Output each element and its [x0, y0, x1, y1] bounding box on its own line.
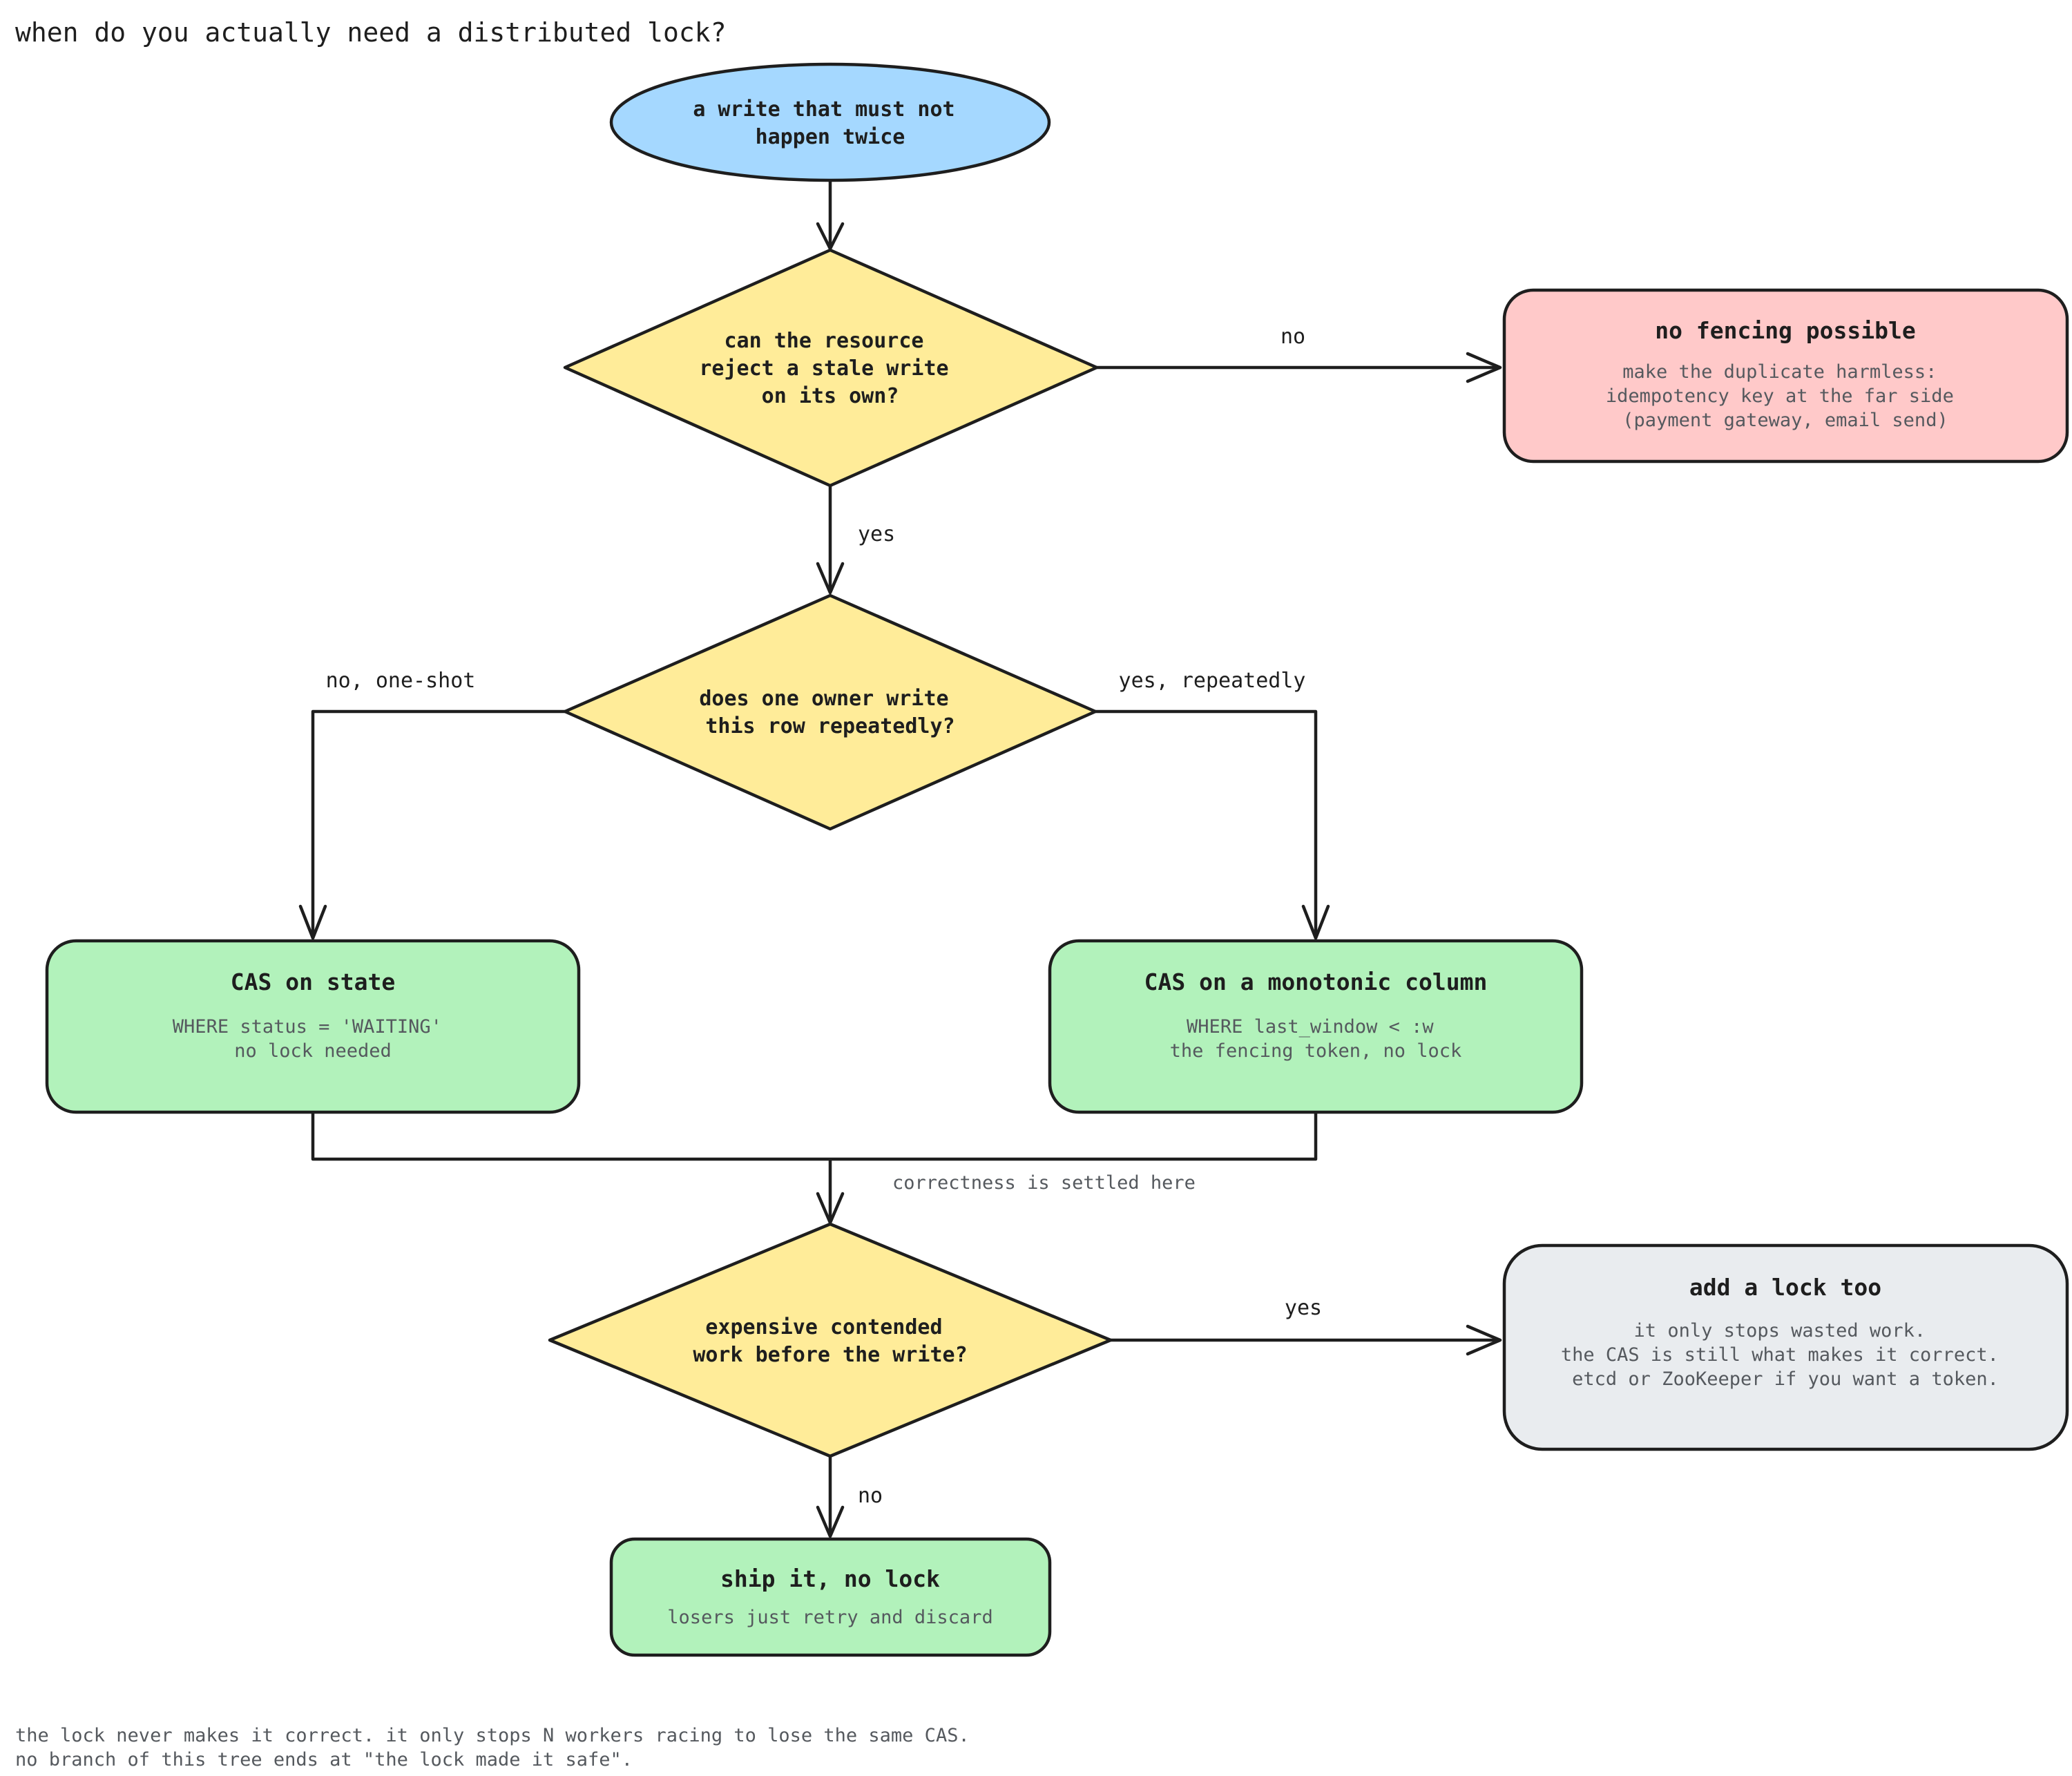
detail-line: the fencing token, no lock	[1170, 1040, 1462, 1062]
cas-monotonic-detail: WHERE last_window < :w the fencing token…	[1170, 1016, 1462, 1062]
node-decision-stale-write: can the resource reject a stale write on…	[563, 248, 1099, 488]
diagram-title: when do you actually need a distributed …	[15, 17, 727, 48]
edge-q1-to-q2-arrowhead	[816, 562, 845, 595]
node-start: a write that must not happen twice	[609, 62, 1051, 182]
decision-line: on its own?	[762, 384, 899, 408]
add-lock-box	[1502, 1243, 2069, 1451]
detail-line: (payment gateway, email send)	[1622, 410, 1948, 431]
footer-note: the lock never makes it correct. it only…	[15, 1725, 970, 1770]
decision-line: this row repeatedly?	[705, 714, 955, 738]
node-decision-repeat-owner: does one owner write this row repeatedly…	[563, 593, 1097, 831]
edge-label-q3-no: no	[858, 1484, 883, 1508]
edge-q3-to-ship-arrowhead	[816, 1505, 845, 1538]
no-fencing-box	[1502, 288, 2069, 464]
edge-q3-to-add-lock-arrowhead	[1466, 1324, 1502, 1356]
edge-label-q1-yes: yes	[858, 522, 895, 546]
decision-line: can the resource	[724, 329, 923, 353]
decision-line: expensive contended	[705, 1315, 942, 1339]
detail-line: etcd or ZooKeeper if you want a token.	[1572, 1368, 1999, 1390]
edge-label-merge-note: correctness is settled here	[892, 1172, 1196, 1194]
add-lock-detail: it only stops wasted work. the CAS is st…	[1561, 1320, 2010, 1390]
add-lock-title: add a lock too	[1689, 1274, 1881, 1301]
cas-state-detail: WHERE status = 'WAITING' no lock needed	[173, 1016, 453, 1062]
node-add-lock: add a lock too it only stops wasted work…	[1502, 1243, 2069, 1451]
edge-label-q3-yes: yes	[1285, 1296, 1322, 1320]
cas-state-box	[45, 939, 581, 1114]
decision-diamond	[563, 593, 1097, 831]
start-text: a write that must not happen twice	[693, 97, 967, 149]
edge-q2-to-cas-monotonic	[1093, 709, 1318, 939]
start-line: happen twice	[756, 125, 905, 149]
edge-q2-to-cas-state	[311, 709, 567, 939]
cas-monotonic-title: CAS on a monotonic column	[1144, 968, 1488, 995]
edge-labels: no yes no, one-shot yes, repeatedly corr…	[326, 325, 1322, 1508]
detail-line: WHERE last_window < :w	[1187, 1016, 1434, 1038]
edge-label-q2-yes: yes, repeatedly	[1119, 669, 1306, 693]
decision-diamond	[548, 1222, 1113, 1458]
node-cas-monotonic: CAS on a monotonic column WHERE last_win…	[1048, 939, 1584, 1114]
decision-line: does one owner write	[699, 687, 948, 711]
no-fencing-title: no fencing possible	[1655, 317, 1916, 344]
cas-monotonic-box	[1048, 939, 1584, 1114]
decision-diamond	[563, 248, 1099, 488]
ship-it-box	[609, 1537, 1052, 1657]
detail-line: make the duplicate harmless:	[1622, 361, 1937, 383]
node-cas-on-state: CAS on state WHERE status = 'WAITING' no…	[45, 939, 581, 1114]
footer-line: no branch of this tree ends at "the lock…	[15, 1749, 633, 1770]
edge-q1-to-no-fencing-arrowhead	[1466, 352, 1502, 383]
start-ellipse	[609, 62, 1051, 182]
no-fencing-detail: make the duplicate harmless: idempotency…	[1606, 361, 1965, 431]
decision-line: reject a stale write	[699, 356, 948, 381]
start-line: a write that must not	[693, 97, 955, 122]
edge-q2-to-cas-state-arrowhead	[298, 904, 327, 940]
ship-it-title: ship it, no lock	[720, 1565, 940, 1592]
node-ship-it: ship it, no lock losers just retry and d…	[609, 1537, 1052, 1657]
decision-line: work before the write?	[693, 1343, 967, 1367]
decision-text: does one owner write this row repeatedly…	[699, 687, 961, 738]
detail-line: idempotency key at the far side	[1606, 385, 1954, 407]
ship-it-detail: losers just retry and discard	[667, 1607, 992, 1628]
detail-line: the CAS is still what makes it correct.	[1561, 1344, 1999, 1366]
footer-line: the lock never makes it correct. it only…	[15, 1725, 970, 1746]
node-decision-contended-work: expensive contended work before the writ…	[548, 1222, 1113, 1458]
edge-label-q2-no: no, one-shot	[326, 669, 476, 693]
edge-q2-to-cas-monotonic-arrowhead	[1301, 904, 1330, 940]
decision-text: can the resource reject a stale write on…	[699, 329, 961, 408]
detail-line: it only stops wasted work.	[1634, 1320, 1926, 1341]
edge-merge-to-q3	[311, 1110, 1318, 1223]
decision-text: expensive contended work before the writ…	[693, 1315, 967, 1367]
cas-state-title: CAS on state	[231, 968, 395, 995]
edge-label-q1-no: no	[1280, 325, 1305, 349]
detail-line: no lock needed	[234, 1040, 392, 1062]
node-no-fencing: no fencing possible make the duplicate h…	[1502, 288, 2069, 464]
detail-line: WHERE status = 'WAITING'	[173, 1016, 442, 1038]
